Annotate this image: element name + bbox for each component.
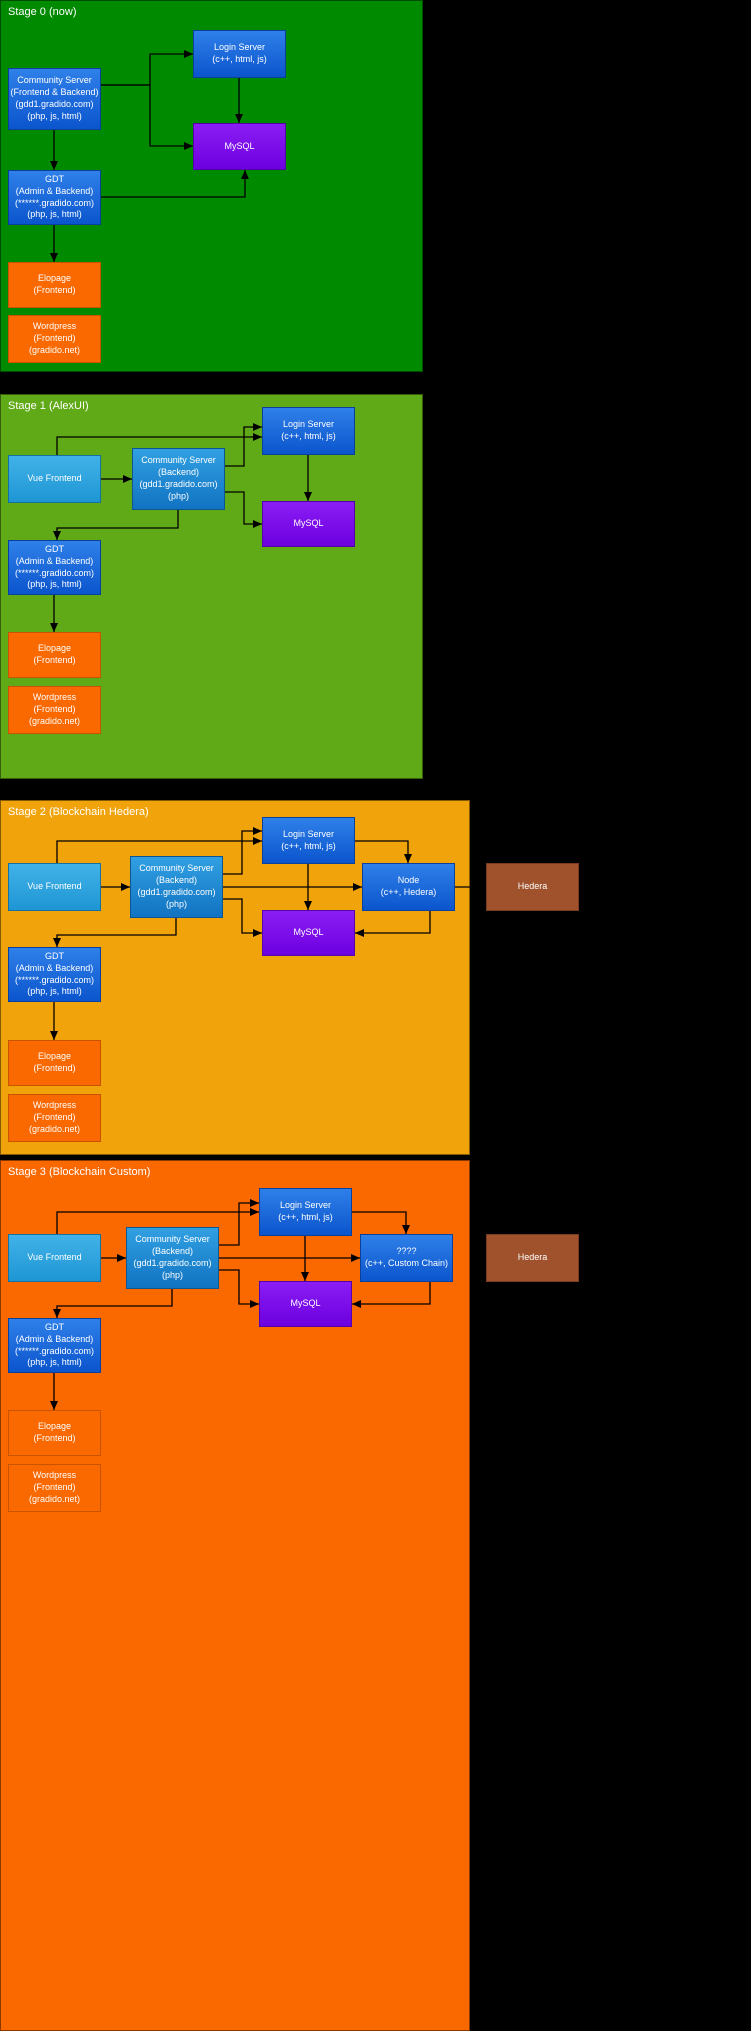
stage1-mysql-node: MySQL [262,501,355,547]
stage0-mysql-node: MySQL [193,123,286,170]
stage0-elopage-node: Elopage (Frontend) [8,262,101,308]
stage3-label: Stage 3 (Blockchain Custom) [8,1166,151,1178]
stage1-community-server-node: Community Server (Backend) (gdd1.gradido… [132,448,225,510]
stage3-vue-frontend-node: Vue Frontend [8,1234,101,1282]
stage2-gdt-node: GDT (Admin & Backend) (******.gradido.co… [8,947,101,1002]
stage3-wordpress-node: Wordpress (Frontend) (gradido.net) [8,1464,101,1512]
stage2-community-server-node: Community Server (Backend) (gdd1.gradido… [130,856,223,918]
stage2-wordpress-node: Wordpress (Frontend) (gradido.net) [8,1094,101,1142]
stage2-login-server-node: Login Server (c++, html, js) [262,817,355,864]
stage3-community-server-node: Community Server (Backend) (gdd1.gradido… [126,1227,219,1289]
stage0-gdt-node: GDT (Admin & Backend) (******.gradido.co… [8,170,101,225]
stage0-label: Stage 0 (now) [8,6,77,18]
stage3-login-server-node: Login Server (c++, html, js) [259,1188,352,1236]
stage3-container: Stage 3 (Blockchain Custom) [0,1160,470,2031]
stage3-custom-chain-node: ???? (c++, Custom Chain) [360,1234,453,1282]
stage1-gdt-node: GDT (Admin & Backend) (******.gradido.co… [8,540,101,595]
stage3-hedera-node: Hedera [486,1234,579,1282]
stage3-elopage-node: Elopage (Frontend) [8,1410,101,1456]
stage0-community-server-node: Community Server (Frontend & Backend) (g… [8,68,101,130]
stage1-wordpress-node: Wordpress (Frontend) (gradido.net) [8,686,101,734]
stage2-hedera-node: Hedera [486,863,579,911]
stage3-mysql-node: MySQL [259,1281,352,1327]
stage2-vue-frontend-node: Vue Frontend [8,863,101,911]
stage2-node-hedera-node: Node (c++, Hedera) [362,863,455,911]
stage1-login-server-node: Login Server (c++, html, js) [262,407,355,455]
stage0-wordpress-node: Wordpress (Frontend) (gradido.net) [8,315,101,363]
stage2-label: Stage 2 (Blockchain Hedera) [8,806,149,818]
stage3-gdt-node: GDT (Admin & Backend) (******.gradido.co… [8,1318,101,1373]
stage2-elopage-node: Elopage (Frontend) [8,1040,101,1086]
stage1-label: Stage 1 (AlexUI) [8,400,89,412]
stage0-login-server-node: Login Server (c++, html, js) [193,30,286,78]
stage1-elopage-node: Elopage (Frontend) [8,632,101,678]
stage1-vue-frontend-node: Vue Frontend [8,455,101,503]
stage2-mysql-node: MySQL [262,910,355,956]
